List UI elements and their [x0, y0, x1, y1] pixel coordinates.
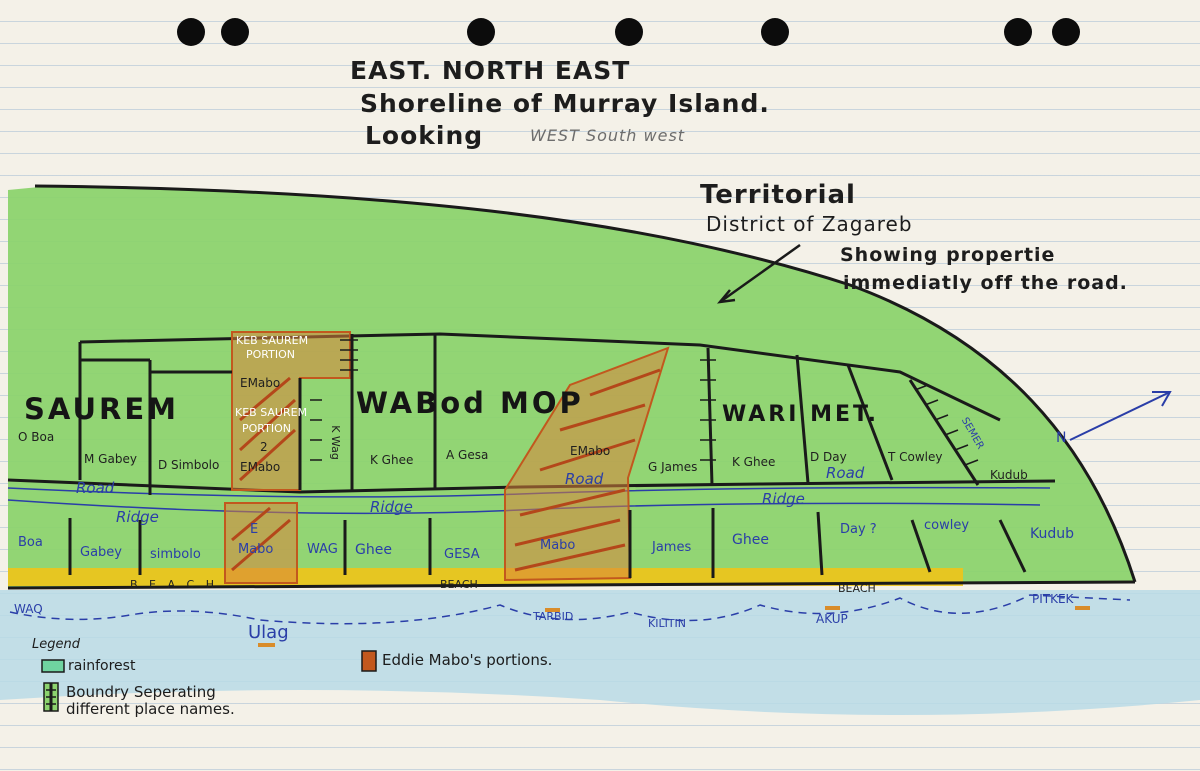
legend-heading: Legend [32, 637, 80, 652]
label-portion-2: PORTION [242, 422, 291, 435]
label-simbolo: simbolo [150, 547, 201, 562]
legend-boundary-label-2: different place names. [66, 700, 235, 718]
compass-north-label: N [1056, 430, 1067, 446]
label-kudub: Kudub [1030, 526, 1075, 542]
north-arrow-icon [1069, 391, 1172, 441]
legend-mabo-label: Eddie Mabo's portions. [382, 651, 553, 669]
label-ulag: Ulag [248, 622, 289, 643]
title-line-2: Shoreline of Murray Island. [360, 89, 770, 118]
title-line-3: Looking [365, 121, 484, 150]
binder-hole [177, 18, 205, 46]
binder-hole [221, 18, 249, 46]
district-wabodmop: WABod MOP [356, 386, 584, 420]
legend-rainforest-swatch [41, 659, 65, 673]
sea [0, 590, 1200, 715]
reef-dashed-line [9, 594, 1131, 625]
label-m-gabey: M Gabey [84, 452, 137, 466]
label-ridge-2: Ridge [370, 498, 413, 516]
label-tarbid: TARBID [533, 610, 574, 623]
label-ridge-1: Ridge [116, 508, 159, 526]
label-d-day: D Day [810, 450, 847, 464]
label-pitkek: PITKEK [1032, 592, 1074, 606]
label-mabo-2: Mabo [540, 538, 576, 553]
label-keb-saurem-2: KEB SAUREM [235, 406, 308, 419]
label-cowley: cowley [924, 518, 970, 533]
label-e: E [250, 522, 259, 537]
label-road-1: Road [76, 479, 115, 497]
label-road-2: Road [565, 470, 604, 488]
callout-line-4: immediatly off the road. [843, 272, 1128, 294]
label-t-cowley: T Cowley [888, 450, 943, 464]
label-portion-1: PORTION [246, 348, 295, 361]
title-line-1: EAST. NORTH EAST [350, 56, 631, 85]
legend-boundary-label-1: Boundry Seperating [66, 683, 216, 701]
shore-markers [258, 606, 1090, 647]
label-ghee: Ghee [355, 542, 392, 558]
label-gabey: Gabey [80, 545, 122, 560]
label-day: Day ? [840, 522, 877, 537]
legend-rainforest-label: rainforest [68, 658, 136, 674]
label-ghee-2: Ghee [732, 532, 769, 548]
mabo-hatching [231, 368, 661, 572]
label-k-ghee-2: K Ghee [732, 455, 776, 469]
label-gesa: GESA [444, 547, 480, 562]
label-boa: Boa [18, 535, 43, 550]
label-d-simbolo: D Simbolo [158, 458, 220, 472]
label-mabo: Mabo [238, 542, 274, 557]
label-emabo-3: EMabo [570, 444, 611, 458]
label-two: 2 [260, 440, 268, 454]
label-kudub-upper: Kudub [990, 468, 1028, 482]
legend-boundary-swatch [43, 682, 59, 712]
label-beach-1: B E A C H [130, 578, 218, 591]
label-james: James [652, 540, 692, 555]
label-emabo-1: EMabo [240, 376, 281, 390]
callout-line-1: Territorial [700, 180, 856, 210]
district-warimet: WARI MET. [722, 402, 880, 427]
label-waq: WAQ [14, 602, 43, 616]
callout-arrow [716, 243, 801, 304]
boundary-lines-lower [68, 508, 1027, 578]
binder-hole [1004, 18, 1032, 46]
boundary-ticks [310, 339, 979, 466]
label-o-boa: O Boa [18, 430, 55, 444]
island-outline [34, 184, 1137, 583]
district-saurem: SAUREM [24, 392, 179, 426]
label-road-3: Road [826, 464, 865, 482]
binder-hole [761, 18, 789, 46]
binder-hole [467, 18, 495, 46]
binder-hole [1052, 18, 1080, 46]
boundary-lines-upper [78, 334, 980, 495]
label-beach-3: BEACH [838, 582, 876, 595]
label-g-james: G James [648, 460, 698, 474]
label-akup: AKUP [816, 612, 848, 626]
mabo-portion-wabod [504, 346, 670, 582]
shoreline [7, 580, 1136, 590]
label-wag: WAG [307, 542, 338, 557]
callout-line-2: District of Zagareb [706, 212, 913, 236]
label-a-gesa: A Gesa [446, 448, 489, 462]
label-kilitin: KILITIN [648, 617, 687, 630]
label-emabo-2: EMabo [240, 460, 281, 474]
label-keb-saurem-1: KEB SAUREM [236, 334, 309, 347]
label-beach-2: BEACH [440, 578, 478, 591]
binder-hole [615, 18, 643, 46]
callout-line-3: Showing propertie [840, 244, 1056, 266]
label-ridge-3: Ridge [762, 490, 805, 508]
title-pencil-direction: WEST South west [530, 126, 686, 145]
legend-mabo-swatch [361, 650, 377, 672]
label-k-wag: K Wag [328, 425, 342, 460]
label-k-ghee: K Ghee [370, 453, 414, 467]
